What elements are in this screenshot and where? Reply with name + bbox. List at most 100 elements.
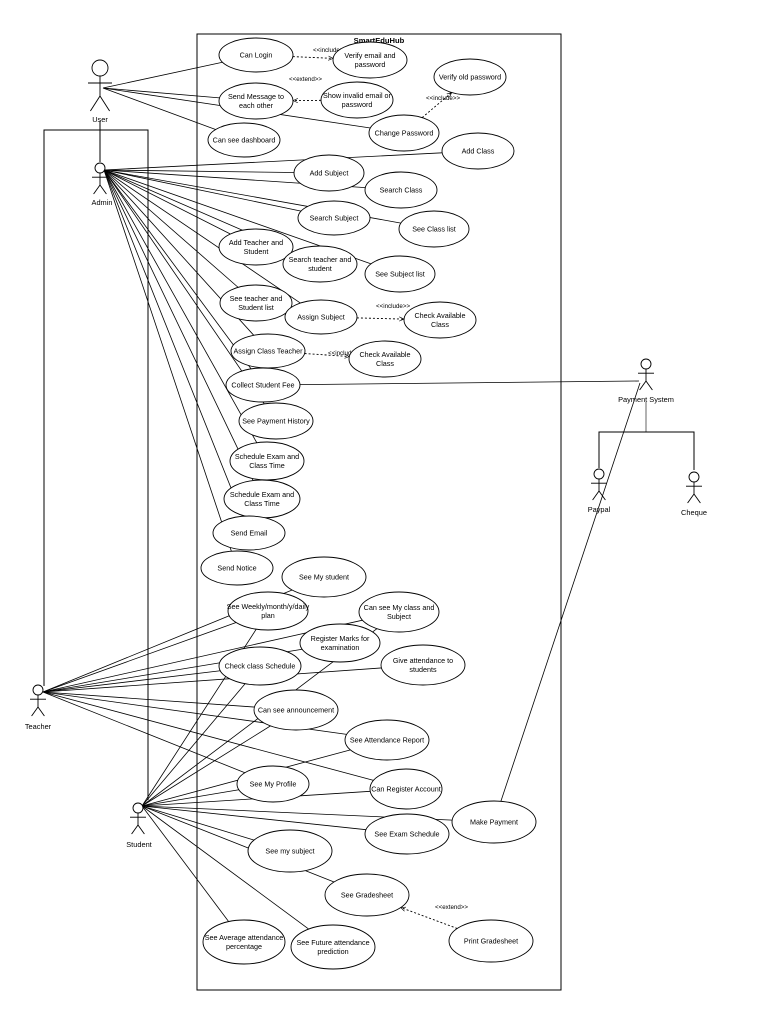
use-case-label: Search teacher and bbox=[289, 255, 352, 264]
use-case-change-password: Change Password bbox=[368, 114, 440, 152]
use-case-label: Subject bbox=[387, 612, 411, 621]
system-boundary bbox=[196, 33, 562, 991]
use-case-ellipse bbox=[227, 591, 309, 631]
use-case-ellipse bbox=[225, 367, 301, 403]
use-case-ellipse bbox=[290, 924, 376, 970]
use-case-label: Register Marks for bbox=[311, 634, 370, 643]
generalization-lines bbox=[43, 121, 149, 800]
use-case-can-login: Can Login bbox=[218, 37, 294, 73]
association-send-email bbox=[103, 169, 243, 517]
use-case-ellipse bbox=[433, 58, 507, 96]
include-arrow-assign-class-teacher bbox=[304, 353, 350, 357]
use-case-send-email: Send Email bbox=[212, 515, 286, 551]
use-case-can-see-dashboard: Can see dashboard bbox=[207, 122, 281, 158]
use-case-ellipse bbox=[297, 200, 371, 236]
use-case-label: See Weekly/month/y/daily bbox=[227, 602, 310, 611]
use-case-ellipse bbox=[451, 800, 537, 844]
use-case-label: password bbox=[342, 100, 373, 109]
relationship-lines: <<include>><<extend>><<include>><<includ… bbox=[289, 47, 468, 929]
use-case-ellipse bbox=[202, 919, 286, 965]
use-case-ellipse bbox=[238, 402, 314, 440]
use-case-ellipse bbox=[320, 81, 394, 119]
use-case-label: See my subject bbox=[265, 847, 314, 856]
extend-label: <<extend>> bbox=[289, 76, 322, 83]
association-schedule-exam-1 bbox=[103, 169, 258, 443]
use-case-label: Check Available bbox=[359, 350, 410, 359]
association-send-message bbox=[102, 87, 220, 99]
use-case-ellipse bbox=[207, 122, 281, 158]
use-case-see-class-list: See Class list bbox=[398, 210, 470, 248]
use-case-label: Send Email bbox=[231, 529, 268, 538]
use-case-ellipse bbox=[212, 515, 286, 551]
actor-label-user: User bbox=[92, 115, 108, 124]
association-see-teacher-student-list bbox=[103, 169, 239, 288]
association-collect-student-fee bbox=[103, 169, 252, 370]
use-case-ellipse bbox=[398, 210, 470, 248]
association-add-teacher-student bbox=[103, 169, 231, 235]
use-case-send-notice: Send Notice bbox=[200, 550, 274, 586]
association-register-account bbox=[42, 691, 374, 781]
use-case-print-gradesheet: Print Gradesheet bbox=[448, 919, 534, 963]
use-case-ellipse bbox=[247, 829, 333, 873]
use-case-label: Add Teacher and bbox=[229, 238, 283, 247]
actor-user bbox=[88, 59, 112, 112]
use-case-ellipse bbox=[324, 873, 410, 917]
use-case-label: Print Gradesheet bbox=[464, 937, 518, 946]
use-case-see-subject-list: See Subject list bbox=[364, 255, 436, 293]
use-case-label: See Class list bbox=[412, 225, 456, 234]
use-case-ellipse bbox=[299, 623, 381, 663]
use-case-ellipse bbox=[368, 114, 440, 152]
use-case-ellipse bbox=[218, 37, 294, 73]
use-case-ellipse bbox=[448, 919, 534, 963]
use-case-label: Check class Schedule bbox=[225, 662, 296, 671]
association-collect-fee-payment-system bbox=[299, 380, 640, 386]
use-case-ellipse bbox=[219, 284, 293, 322]
actor-label-cheque: Cheque bbox=[681, 508, 707, 517]
use-case-collect-student-fee: Collect Student Fee bbox=[225, 367, 301, 403]
use-case-label: plan bbox=[261, 611, 275, 620]
use-case-label: See Gradesheet bbox=[341, 891, 393, 900]
use-case-ellipse bbox=[293, 154, 365, 192]
use-case-assign-class-teacher: Assign Class Teacher bbox=[230, 333, 306, 369]
actor-cheque bbox=[686, 471, 702, 504]
use-case-ellipse bbox=[344, 719, 430, 761]
use-case-ellipse bbox=[403, 301, 477, 339]
use-case-label: See Payment History bbox=[242, 417, 310, 426]
include-arrow-change-password bbox=[421, 93, 452, 118]
use-case-ellipse bbox=[218, 82, 294, 120]
association-give-attendance bbox=[42, 667, 382, 693]
use-case-label: Class Time bbox=[244, 499, 280, 508]
include-arrow-assign-subject bbox=[356, 318, 404, 319]
use-case-label: Show invalid email or bbox=[323, 91, 392, 100]
use-case-label: Add Subject bbox=[310, 169, 349, 178]
use-case-label: Add Class bbox=[462, 147, 495, 156]
use-case-label: prediction bbox=[317, 947, 348, 956]
include-label: <<include>> bbox=[313, 47, 347, 54]
association-see-future-attendance bbox=[141, 805, 309, 930]
payment-generalization-lines bbox=[598, 402, 695, 470]
use-case-ellipse bbox=[281, 556, 367, 598]
use-case-ellipse bbox=[369, 768, 443, 810]
use-case-label: Assign Subject bbox=[297, 313, 345, 322]
use-case-see-my-student: See My student bbox=[281, 556, 367, 598]
association-see-my-profile bbox=[42, 691, 246, 774]
actor-label-student: Student bbox=[126, 840, 151, 849]
use-case-label: students bbox=[409, 665, 437, 674]
association-lines bbox=[42, 61, 641, 930]
use-case-label: See Attendance Report bbox=[350, 736, 424, 745]
use-case-label: See Average attendance bbox=[205, 933, 284, 942]
use-case-ellipse bbox=[364, 813, 450, 855]
use-case-label: Schedule Exam and bbox=[235, 452, 299, 461]
actor-student bbox=[130, 802, 146, 835]
